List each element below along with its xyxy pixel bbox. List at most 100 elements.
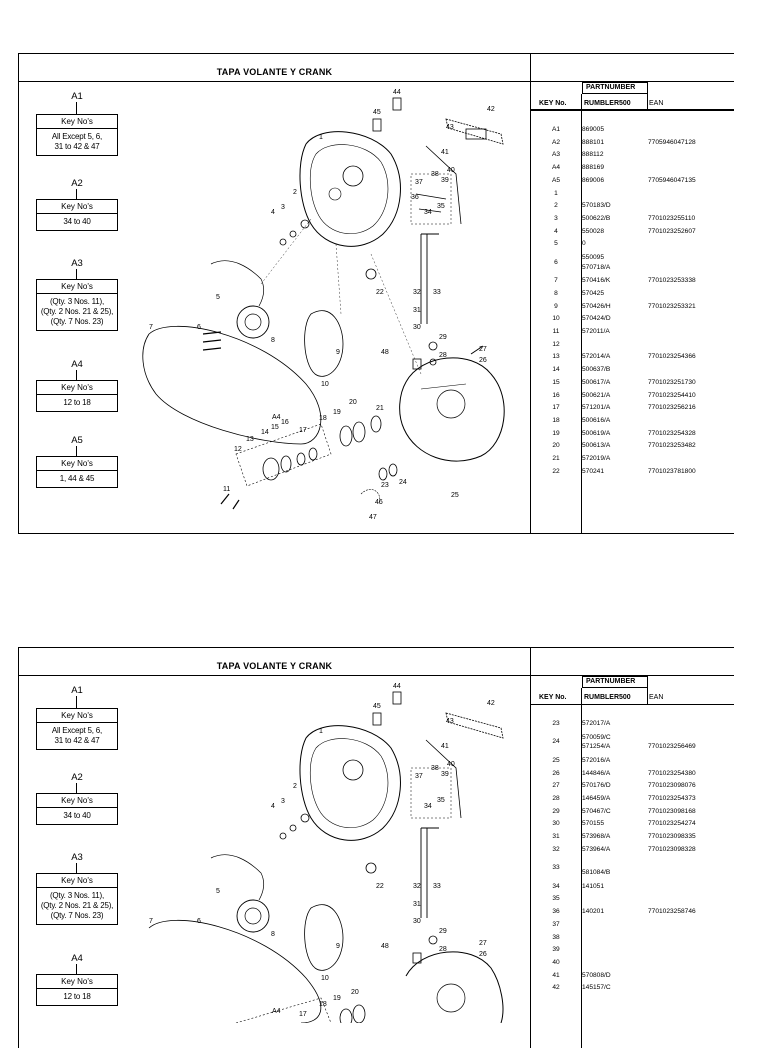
table-key-cell: 13 [552, 353, 560, 361]
svg-text:42: 42 [487, 106, 495, 113]
svg-text:11: 11 [223, 486, 230, 493]
table-ean-cell: 7701023098168 [648, 807, 696, 815]
legend-body: 12 to 18 [63, 992, 91, 1001]
table-partnumber-cell: 141051 [582, 882, 605, 890]
svg-text:23: 23 [381, 482, 389, 489]
table-partnumber-cell: 888112 [582, 151, 604, 159]
table-key-cell: 23 [552, 720, 560, 727]
table-partnumber-cell: 570467/C [582, 807, 611, 815]
table-key-cell: 25 [552, 756, 560, 764]
svg-text:42: 42 [487, 700, 495, 707]
legend-box-a2: Key No's 34 to 40 [36, 793, 118, 825]
table-key-cell: 8 [554, 289, 558, 297]
table-key-cell: 41 [552, 971, 560, 979]
header-divider [19, 81, 734, 82]
table-key-cell: 2 [554, 202, 558, 210]
legend-stem [76, 102, 77, 114]
table-partnumber-cell: 570425 [582, 289, 605, 297]
table-partnumber-cell: 570424/D [582, 315, 611, 323]
legend-head: Key No's [37, 115, 117, 129]
table-partnumber-cell: 570416/K [582, 277, 611, 285]
table-key-cell: 38 [552, 933, 560, 941]
svg-text:45: 45 [373, 703, 381, 710]
table-ean-cell: 7701023254328 [648, 429, 696, 437]
legend-letter-a4: A4 [71, 953, 83, 964]
table-ean-cell: 7701023254410 [648, 391, 696, 399]
table-key-cell: 33 [552, 864, 560, 872]
table-ean-cell: 7701023781800 [648, 467, 696, 475]
legend-box-a3: Key No's (Qty. 3 Nos. 11), (Qty. 2 Nos. … [36, 873, 118, 925]
table-key-cell: 5 [554, 240, 558, 248]
legend-body: 34 to 40 [63, 217, 91, 226]
parts-sheet-bottom: TAPA VOLANTE Y CRANK A1 Key No's All Exc… [18, 647, 734, 1048]
key-header: KEY No. [539, 100, 567, 107]
svg-text:10: 10 [321, 381, 329, 388]
table-partnumber-cell: 573964/A [582, 845, 611, 853]
table-key-cell: 15 [552, 378, 560, 386]
table-partnumber-cell: 869006 [582, 176, 605, 184]
table-header-line [530, 704, 734, 705]
svg-text:5: 5 [216, 888, 220, 895]
table-partnumber-cell: 500637/B [582, 366, 611, 374]
legend-box-a2: Key No's 34 to 40 [36, 199, 118, 231]
legend-stem [76, 783, 77, 793]
svg-text:39: 39 [441, 177, 449, 184]
table-key-cell: 28 [552, 795, 560, 802]
table-key-cell: A4 [551, 164, 561, 172]
table-partnumber-cell: 581084/B [582, 869, 611, 876]
table-partnumber-cell: 500617/A [582, 378, 611, 386]
legend-box-a4: Key No's 12 to 18 [36, 974, 118, 1006]
legend-box-a5: Key No's 1, 44 & 45 [36, 456, 118, 488]
svg-text:2: 2 [293, 783, 297, 790]
table-ean-cell: 7701023256216 [648, 404, 696, 412]
svg-text:26: 26 [479, 951, 487, 958]
legend-box-a1: Key No's All Except 5, 6, 31 to 42 & 47 [36, 114, 118, 156]
table-ean-cell: 7701023251730 [648, 378, 696, 386]
svg-text:46: 46 [375, 499, 383, 506]
table-key-cell: 37 [552, 920, 560, 928]
legend-head: Key No's [37, 280, 117, 294]
svg-text:27: 27 [479, 940, 487, 947]
table-partnumber-cell: 572019/A [582, 455, 611, 462]
table-key-cell: 31 [552, 833, 560, 841]
partnumber-header: PARTNUMBER [586, 678, 636, 685]
table-key-cell: 30 [552, 820, 560, 828]
svg-text:8: 8 [271, 931, 275, 938]
column-divider [530, 648, 531, 1048]
table-key-cell: 35 [552, 895, 560, 903]
svg-text:2: 2 [293, 189, 297, 196]
legend-head: Key No's [37, 709, 117, 723]
legend-letter-a1: A1 [71, 685, 83, 696]
legend-letter-a2: A2 [71, 772, 83, 783]
table-ean-cell: 7701023256469 [648, 743, 696, 751]
table-partnumber-cell: 570241 [582, 467, 605, 475]
table-partnumber-cell: 500616/A [582, 416, 611, 424]
svg-text:7: 7 [149, 324, 153, 331]
table-header-bottom-line [530, 109, 734, 110]
svg-text:15: 15 [271, 424, 279, 431]
ean-header: EAN [649, 100, 664, 107]
legend-stem [76, 696, 77, 708]
table-partnumber-cell: 570183/D [582, 202, 611, 210]
table-ean-cell: 7701023252607 [648, 227, 696, 235]
legend-box-a4: Key No's 12 to 18 [36, 380, 118, 412]
svg-text:44: 44 [393, 683, 401, 690]
table-partnumber-cell: 570426/H [582, 302, 611, 310]
svg-text:17: 17 [299, 1011, 307, 1018]
table-key-cell: 18 [552, 416, 560, 424]
table-partnumber-cell: 500619/A [582, 429, 611, 437]
table-partnumber-cell: 550095 [582, 254, 605, 261]
svg-text:32: 32 [413, 883, 421, 890]
table-key-cell: 7 [554, 277, 558, 285]
legend-head: Key No's [37, 874, 117, 888]
legend-letter-a3: A3 [71, 852, 83, 863]
table-partnumber-cell: 144846/A [582, 769, 611, 777]
svg-text:10: 10 [321, 975, 329, 982]
legend-head: Key No's [37, 794, 117, 808]
table-ean-cell: 7701023254366 [648, 353, 696, 361]
table-key-cell: 14 [552, 366, 560, 374]
table-partnumber-cell: 573968/A [582, 833, 611, 841]
table-header-line [530, 110, 734, 111]
svg-text:9: 9 [336, 349, 340, 356]
table-key-cell: A2 [551, 138, 561, 146]
